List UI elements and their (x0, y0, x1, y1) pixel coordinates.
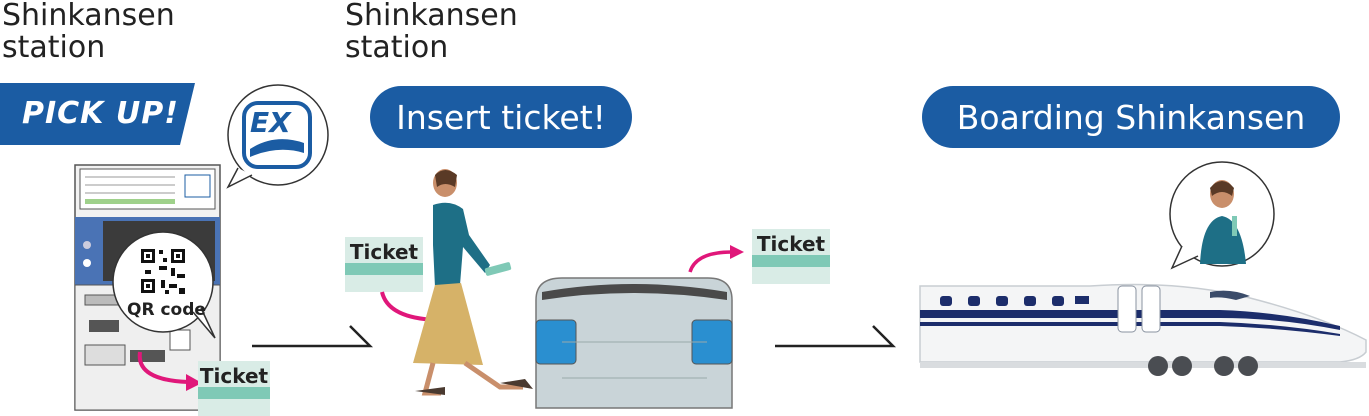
magenta-arrow-3 (688, 245, 744, 273)
magenta-arrow-1 (137, 351, 202, 391)
ticket-card-3: Ticket (752, 229, 830, 284)
station-label-1-line1: Shinkansen (2, 0, 175, 33)
flow-arrow-1 (252, 325, 374, 348)
station-label-2-line2: station (345, 30, 449, 65)
pickup-label: PICK UP! (22, 96, 179, 131)
flow-arrow-2 (775, 325, 897, 348)
ticket-card-2-label: Ticket (349, 240, 419, 264)
ex-app-bubble (226, 84, 329, 189)
ticket-card-3-label: Ticket (756, 232, 826, 256)
pickup-banner (0, 83, 195, 145)
shinkansen-train (919, 283, 1367, 376)
station-label-2-line1: Shinkansen (345, 0, 518, 33)
qr-bubble (112, 231, 216, 339)
ticket-card-1-label: Ticket (199, 364, 269, 388)
ticket-card-1: Ticket (198, 361, 270, 416)
passenger-bubble (1169, 161, 1275, 270)
boarding-shinkansen-pill: Boarding Shinkansen (922, 86, 1340, 148)
ticket-gate (535, 277, 733, 409)
ex-app-icon: EX (250, 106, 291, 139)
station-label-1-line2: station (2, 30, 106, 65)
walking-passenger (413, 169, 533, 396)
qr-code-label: QR code (127, 300, 206, 320)
insert-ticket-pill: Insert ticket! (370, 86, 632, 148)
station-label-1: Shinkansen station (2, 0, 175, 64)
station-label-2: Shinkansen station (345, 0, 518, 64)
ticket-card-2: Ticket (345, 237, 423, 292)
